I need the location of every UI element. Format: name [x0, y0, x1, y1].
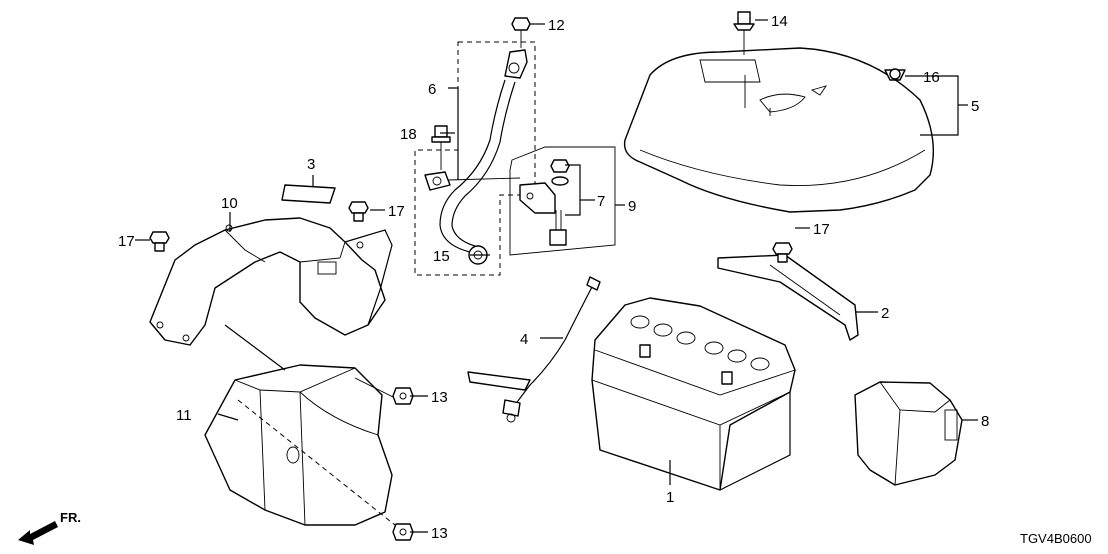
part-ground-cable[interactable] [424, 49, 528, 253]
bolt-14[interactable] [733, 11, 755, 55]
callout-14[interactable]: 14 [771, 13, 788, 30]
diagram-code: TGV4B0600 [1020, 531, 1092, 546]
callout-5[interactable]: 5 [971, 98, 979, 115]
bolt-12[interactable] [511, 17, 531, 48]
part-battery-cover[interactable] [623, 47, 935, 213]
callout-17-b[interactable]: 17 [118, 233, 135, 250]
front-direction-label: FR. [60, 510, 81, 525]
callout-4[interactable]: 4 [520, 331, 528, 348]
callout-17-a[interactable]: 17 [388, 203, 405, 220]
clip-16[interactable] [884, 68, 906, 81]
callout-1[interactable]: 1 [666, 489, 674, 506]
part-hold-down-bar[interactable] [717, 254, 859, 341]
bolt-17-c[interactable] [772, 242, 793, 263]
callout-16[interactable]: 16 [923, 69, 940, 86]
callout-6[interactable]: 6 [428, 81, 436, 98]
nut-13-a[interactable] [392, 387, 414, 405]
part-terminal-cover[interactable] [854, 381, 963, 486]
part-sensor-cable[interactable] [467, 276, 601, 423]
bolt-18[interactable] [431, 125, 451, 170]
callout-7[interactable]: 7 [597, 193, 605, 210]
part-terminal[interactable] [519, 159, 570, 246]
leader-lines [135, 19, 978, 533]
callout-10[interactable]: 10 [221, 195, 238, 212]
callout-8[interactable]: 8 [981, 413, 989, 430]
part-battery-bracket[interactable] [149, 217, 393, 346]
part-battery[interactable] [591, 297, 796, 491]
callout-3[interactable]: 3 [307, 156, 315, 173]
callout-13-b[interactable]: 13 [431, 525, 448, 542]
part-label-3[interactable] [281, 184, 336, 204]
callout-9[interactable]: 9 [628, 198, 636, 215]
callout-18[interactable]: 18 [400, 126, 417, 143]
callout-15[interactable]: 15 [433, 248, 450, 265]
nut-13-b[interactable] [392, 523, 414, 541]
group-box-9 [509, 146, 616, 256]
group-box-6 [414, 41, 536, 276]
callout-17-c[interactable]: 17 [813, 221, 830, 238]
bolt-17-b[interactable] [149, 231, 170, 252]
callout-2[interactable]: 2 [881, 305, 889, 322]
front-direction-arrow-icon [18, 521, 58, 545]
callout-12[interactable]: 12 [548, 17, 565, 34]
part-battery-tray[interactable] [204, 364, 396, 526]
callout-11[interactable]: 11 [176, 407, 192, 424]
callout-13-a[interactable]: 13 [431, 389, 448, 406]
bolt-17-a[interactable] [348, 201, 369, 222]
